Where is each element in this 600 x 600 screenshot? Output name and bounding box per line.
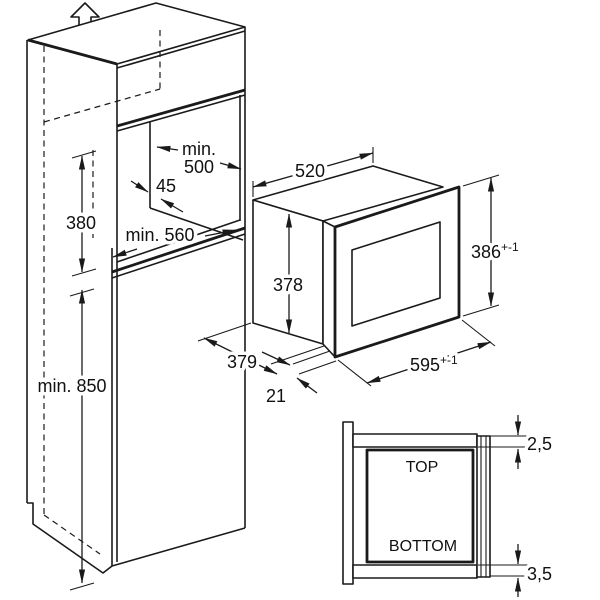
oven-frame-side xyxy=(322,220,336,358)
oven-front-frame xyxy=(333,185,461,359)
detail-side-panel xyxy=(342,421,354,585)
dim-body-height: 378 xyxy=(269,213,307,334)
label-front-width: 595+-1 xyxy=(410,353,458,375)
plinth xyxy=(27,502,113,574)
oven-left-face xyxy=(252,199,324,345)
detail-bottom-board xyxy=(352,564,478,579)
tall-cabinet: 380 min. 850 min. 500 45 min. 560 xyxy=(26,2,246,591)
label-overlap-top: 2,5 xyxy=(527,434,552,454)
label-body-width: 520 xyxy=(295,161,325,181)
cabinet-hidden-lines xyxy=(43,30,161,555)
dim-niche-width: min. 560 xyxy=(112,222,237,258)
dim-body-depth: 379 xyxy=(197,322,325,376)
dim-niche-height: 380 xyxy=(62,150,100,277)
label-frame-gap: 21 xyxy=(266,386,286,406)
dim-frame-gap: 21 xyxy=(261,350,337,410)
label-niche-height: 380 xyxy=(66,213,96,233)
label-floor-height: min. 850 xyxy=(37,376,106,396)
dim-niche-depth: min. 500 xyxy=(156,136,242,181)
dim-floor-height: min. 850 xyxy=(34,288,110,591)
built-in-oven: 520 378 386+-1 595+-1 379 xyxy=(197,147,523,410)
label-body-depth: 379 xyxy=(227,352,257,372)
detail-front-frame-edge xyxy=(476,435,491,578)
detail-oven-body xyxy=(365,448,475,564)
label-top: TOP xyxy=(406,459,439,476)
overlap-side-detail: TOP BOTTOM 2,5 3,5 xyxy=(342,415,556,597)
label-front-height: 386+-1 xyxy=(471,240,519,262)
dim-overlap-top: 2,5 xyxy=(478,415,556,469)
label-bottom: BOTTOM xyxy=(389,538,457,555)
detail-top-board xyxy=(352,433,478,448)
oven-door-window xyxy=(351,221,441,327)
dim-front-height: 386+-1 xyxy=(462,174,523,317)
cabinet-door xyxy=(27,248,246,574)
dim-rear-clearance: 45 xyxy=(130,173,184,213)
label-niche-depth-min: min. xyxy=(182,139,216,159)
dim-overlap-bottom: 3,5 xyxy=(478,544,556,597)
dim-front-width: 595+-1 xyxy=(337,319,496,387)
label-niche-depth-value: 500 xyxy=(184,157,214,177)
label-rear-clearance: 45 xyxy=(156,176,176,196)
label-body-height: 378 xyxy=(273,275,303,295)
label-niche-width: min. 560 xyxy=(125,225,194,245)
dim-body-width: 520 xyxy=(252,147,374,197)
label-overlap-bottom: 3,5 xyxy=(527,564,552,584)
niche-top-board xyxy=(116,88,246,132)
